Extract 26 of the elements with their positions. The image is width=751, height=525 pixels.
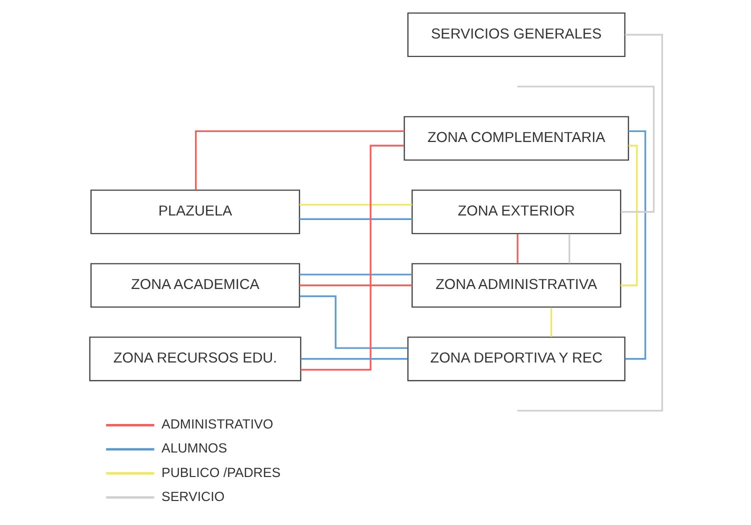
connector (299, 204, 412, 206)
connector (516, 234, 518, 264)
connector (299, 295, 408, 349)
connector (299, 218, 412, 220)
connector (568, 234, 570, 264)
node-box: ZONA ACADEMICA (90, 263, 300, 308)
connector (516, 34, 663, 412)
connector (299, 284, 412, 286)
legend-label: PUBLICO /PADRES (161, 464, 280, 480)
connector (624, 130, 646, 360)
connector (516, 86, 654, 213)
node-box: ZONA RECURSOS EDU. (88, 336, 301, 382)
legend-label: SERVICIO (161, 488, 224, 504)
legend-label: ALUMNOS (161, 440, 227, 456)
connector (300, 144, 404, 371)
node-box: ZONA ADMINISTRATIVA (411, 263, 621, 308)
node-box: ZONA DEPORTIVA Y REC (406, 336, 625, 382)
node-box: SERVICIOS GENERALES (406, 12, 625, 58)
connector (550, 307, 552, 337)
connector (300, 358, 407, 360)
node-box: ZONA COMPLEMENTARIA (403, 116, 629, 161)
node-box: ZONA EXTERIOR (411, 190, 621, 234)
connector (194, 130, 404, 190)
connector (299, 274, 412, 276)
legend-label: ADMINISTRATIVO (161, 416, 273, 432)
node-box: PLAZUELA (90, 190, 300, 234)
